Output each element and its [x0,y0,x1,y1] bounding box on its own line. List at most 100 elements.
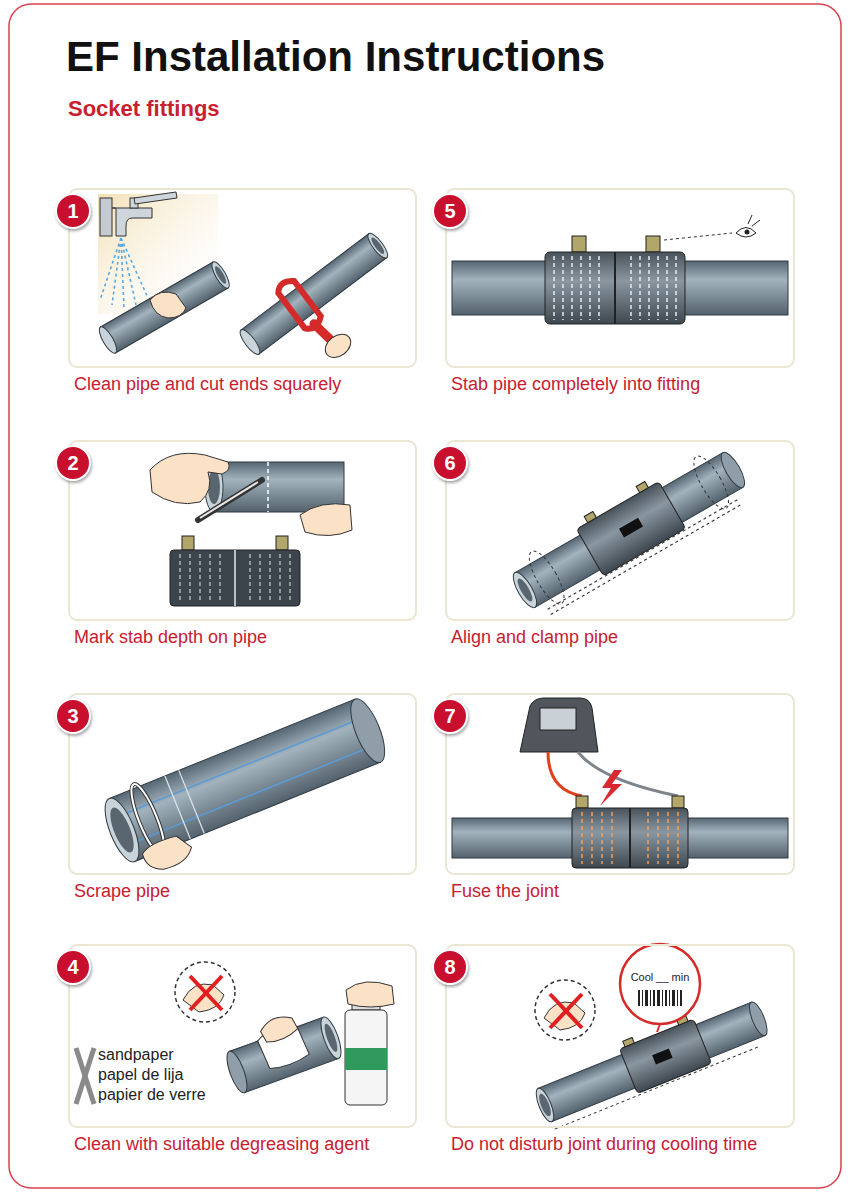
pipe-bore [106,805,139,855]
fitting [545,252,685,324]
coil-line [269,554,270,602]
step-badge: 1 [55,193,91,229]
fusion-indicator [652,1048,672,1064]
pipe-end [237,327,263,357]
label-text-callout: Cool __ min [620,971,700,984]
pipe-bore [369,236,386,256]
pipe [218,1000,345,1095]
step4-art [76,962,394,1105]
pipe-body [109,699,380,861]
pipe-body [515,453,743,608]
stab-mark [165,776,190,839]
step3-art [97,691,399,884]
coil-line [580,256,582,320]
terminal [672,796,684,808]
coil-line [639,256,641,320]
bar [653,990,655,1006]
coil-line [571,256,573,320]
step-caption: Mark stab depth on pipe [74,627,267,649]
crossed-out-note: papier de verre [98,1086,206,1104]
coil-line [209,554,210,602]
fitting [170,550,300,606]
bar [638,990,640,1006]
pipe-body [241,234,387,354]
grey-cross [76,1048,94,1104]
water-spray [100,238,148,308]
step-caption: Do not disturb joint during cooling time [451,1134,757,1156]
coil-line [648,256,650,320]
step-panel: 1Clean pipe and cut ends squarely [68,188,417,368]
callout-number: 2 [67,453,78,473]
step-panel: 7Fuse the joint [445,693,795,875]
callout-number: 8 [444,957,455,977]
step-panel: 5Stab pipe completely into fitting [445,188,795,368]
bar [650,990,651,1006]
step-badge: 2 [55,445,91,481]
pipe-bore [322,1022,340,1053]
step-badge: 3 [55,698,91,734]
step-badge: 7 [432,698,468,734]
bar [642,990,643,1006]
terminal [276,536,288,550]
fitting [619,1019,711,1093]
coil-line [259,554,260,602]
bar [645,990,648,1006]
tap-lever [134,192,177,204]
pipe-end [209,260,233,291]
eye-lash [748,215,760,226]
water-line [112,238,121,305]
pipe-end [746,1000,771,1038]
power-cable [548,752,582,796]
pipe-end [344,695,392,767]
step8-art [528,944,773,1131]
coil-line [553,256,555,320]
coil-line [675,256,677,320]
step5-art [452,215,788,324]
step6-art [502,437,756,623]
lightning-symbol [600,770,622,806]
pipe-joint [629,808,631,868]
terminal [182,536,194,550]
step-caption: Fuse the joint [451,881,559,903]
step-badge: 6 [432,445,468,481]
clamp [523,547,570,609]
bar [669,990,670,1006]
callout-circle [620,944,700,1024]
pipe-end [717,449,749,491]
clamp [688,452,735,514]
step-caption: Scrape pipe [74,881,170,903]
page-title: EF Installation Instructions [66,34,605,80]
hand [321,329,355,362]
pipe-end [509,569,541,611]
cross-mark [550,994,582,1028]
grey-cross [76,1048,94,1104]
hand [300,504,352,536]
pipe-end [317,1015,345,1061]
eye [736,228,756,238]
bar [665,990,667,1006]
terminal [576,796,588,808]
terminal [584,512,596,523]
unit-display [540,708,576,730]
pipe-bore [537,1092,553,1117]
water-line [121,238,148,298]
coil-line [611,812,613,864]
magnifier [175,962,235,1022]
hand [140,831,195,875]
pipe-end [223,1049,251,1095]
bar [672,990,675,1006]
water-line [100,238,121,300]
step-panel: 4Clean with suitable degreasing agent [68,944,417,1128]
callout-number: 7 [444,706,455,726]
cross-mark [190,976,222,1010]
terminal [646,236,660,252]
pipe-end [533,1086,558,1124]
magnifier [535,980,595,1040]
callout-number: 1 [67,201,78,221]
can-label [345,1048,387,1070]
callout-number: 3 [67,706,78,726]
pipe [96,260,232,356]
coil-line [647,812,649,864]
depth-mark [267,462,269,512]
